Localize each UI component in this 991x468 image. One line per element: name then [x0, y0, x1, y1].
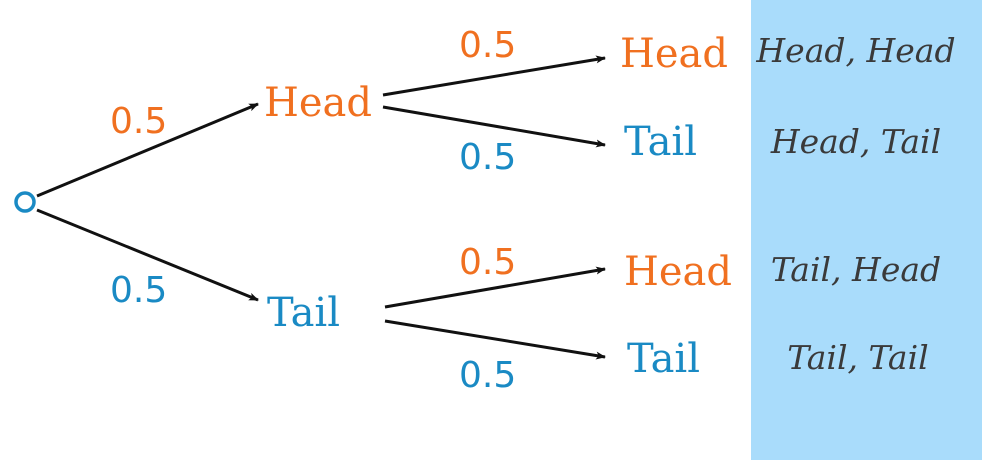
outcome-tail-head: Tail, Head	[771, 250, 941, 289]
node-tail: Tail	[267, 290, 340, 336]
outcomes-panel	[751, 0, 982, 460]
branch-root-to-tail	[36, 208, 259, 302]
root-circle-icon	[14, 191, 36, 213]
prob-tail-tail: 0.5	[459, 355, 516, 396]
prob-tail-head: 0.5	[459, 242, 516, 283]
node-head-tail: Tail	[624, 119, 697, 165]
node-head: Head	[264, 80, 372, 126]
node-tail-head: Head	[624, 249, 732, 295]
branch-head-to-head	[382, 55, 606, 97]
node-tail-tail: Tail	[627, 336, 700, 382]
outcome-head-tail: Head, Tail	[770, 122, 941, 161]
branch-root-to-head	[36, 102, 259, 198]
branch-head-to-tail	[382, 105, 606, 148]
prob-head-tail: 0.5	[459, 137, 516, 178]
node-head-head: Head	[620, 31, 728, 77]
prob-root-tail: 0.5	[110, 270, 167, 311]
branch-tail-to-head	[384, 266, 606, 309]
prob-root-head: 0.5	[110, 101, 167, 142]
branch-tail-to-tail	[384, 319, 606, 360]
outcome-head-head: Head, Head	[755, 31, 955, 70]
outcome-tail-tail: Tail, Tail	[787, 338, 928, 377]
prob-head-head: 0.5	[459, 25, 516, 66]
